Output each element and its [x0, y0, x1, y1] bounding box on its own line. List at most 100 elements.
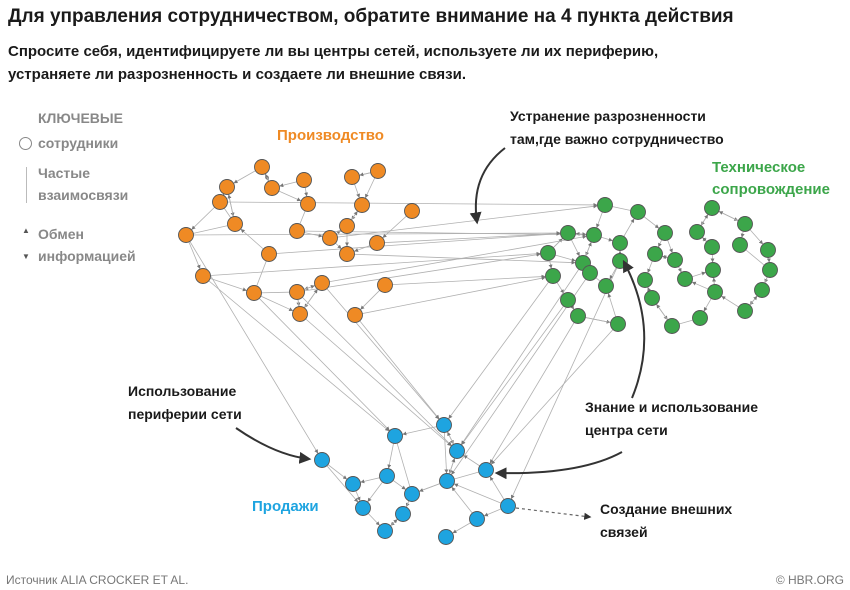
network-edge [329, 204, 598, 239]
employee-node [644, 290, 660, 306]
callout-line: там,где важно сотрудничество [510, 131, 724, 147]
callout-periphery: Использование периферии сети [128, 380, 242, 426]
network-edge [354, 314, 440, 420]
network-edges [185, 166, 771, 534]
network-nodes [178, 159, 778, 545]
employee-node [404, 486, 420, 502]
network-edge [461, 299, 569, 445]
source-credit: Источник ALIA CROCKER ET AL. [6, 573, 188, 587]
employee-node [289, 223, 305, 239]
employee-node [261, 246, 277, 262]
employee-node [370, 163, 386, 179]
network-edge [510, 260, 621, 500]
network-edge [202, 275, 390, 432]
network-edge [296, 291, 452, 446]
employee-node [438, 529, 454, 545]
callout-arrow-center-lower [494, 451, 623, 480]
subtitle-line: устраняете ли разрозненность и создаете … [8, 66, 466, 83]
employee-node [582, 265, 598, 281]
callout-line: Устранение разрозненности [510, 108, 706, 124]
callout-external: Создание внешних связей [600, 498, 732, 544]
network-edge [296, 252, 541, 293]
group-label-technical: Техническое сопровождение [712, 157, 830, 201]
employee-node [344, 169, 360, 185]
callout-line: центра сети [585, 422, 668, 438]
callout-line: Создание внешних [600, 501, 733, 517]
employee-node [395, 506, 411, 522]
employee-node [377, 523, 393, 539]
employee-node [292, 306, 308, 322]
network-edge [346, 253, 576, 265]
hbr-credit: © HBR.ORG [775, 573, 844, 587]
callout-arrows [235, 147, 646, 520]
employee-node [737, 303, 753, 319]
employee-node [612, 235, 628, 251]
employee-node [760, 242, 776, 258]
employee-node [178, 227, 194, 243]
employee-node [449, 443, 465, 459]
employee-node [219, 179, 235, 195]
network-edge [394, 435, 411, 487]
employee-node [289, 284, 305, 300]
employee-node [586, 227, 602, 243]
employee-node [704, 239, 720, 255]
employee-node [762, 262, 778, 278]
network-edge [253, 292, 390, 431]
legend-ties-label: Частые взаимосвязи [38, 162, 128, 206]
employee-node [379, 468, 395, 484]
source-prefix: Источник [6, 573, 58, 587]
employee-node [705, 262, 721, 278]
legend-arrow-up-icon: ▲ [22, 226, 30, 235]
employee-node [345, 476, 361, 492]
legend-tie-icon [26, 167, 28, 203]
group-label-sales: Продажи [252, 498, 319, 515]
network-edge [448, 275, 554, 419]
employee-node [195, 268, 211, 284]
callout-line: связей [600, 524, 648, 540]
legend-info-line: информацией [38, 248, 136, 264]
employee-node [707, 284, 723, 300]
group-label-line: сопровождение [712, 181, 831, 198]
employee-node [254, 159, 270, 175]
employee-node [369, 235, 385, 251]
source-name: ALIA CROCKER ET AL. [60, 573, 189, 587]
network-edge [321, 459, 359, 503]
network-edge [219, 201, 598, 207]
employee-node [478, 462, 494, 478]
callout-line: Знание и использование [585, 399, 759, 415]
employee-node [387, 428, 403, 444]
employee-node [754, 282, 770, 298]
employee-node [664, 318, 680, 334]
employee-node [354, 197, 370, 213]
group-label-line: Техническое [712, 159, 806, 176]
network-edge [376, 231, 561, 244]
network-edge [461, 262, 584, 445]
legend-heading: КЛЮЧЕВЫЕ [38, 110, 123, 126]
employee-node [610, 316, 626, 332]
employee-node [630, 204, 646, 220]
employee-node [212, 194, 228, 210]
callout-silos: Устранение разрозненности там,где важно … [510, 105, 724, 151]
employee-node [314, 275, 330, 291]
employee-node [436, 417, 452, 433]
employee-node [570, 308, 586, 324]
employee-node [469, 511, 485, 527]
group-label-production: Производство [277, 127, 384, 144]
page-title: Для управления сотрудничеством, обратите… [8, 6, 734, 27]
callout-arrow-periphery [235, 427, 312, 464]
employee-node [227, 216, 243, 232]
legend-nodes-label: сотрудники [38, 135, 119, 151]
network-edge [443, 424, 449, 474]
subtitle: Спросите себя, идентифицируете ли вы цен… [8, 40, 658, 86]
network-edge [489, 315, 579, 464]
network-edge [384, 274, 546, 286]
legend-ties-line: взаимосвязи [38, 187, 129, 203]
employee-node [314, 452, 330, 468]
employee-node [737, 216, 753, 232]
employee-node [677, 271, 693, 287]
employee-node [439, 473, 455, 489]
legend-info-label: Обмен информацией [38, 223, 136, 267]
employee-node [657, 225, 673, 241]
employee-node [560, 292, 576, 308]
